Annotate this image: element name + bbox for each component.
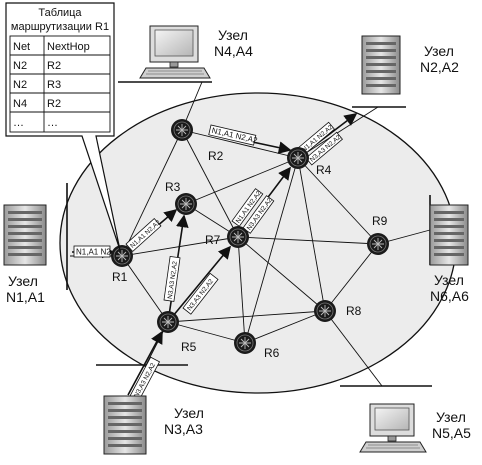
host-n6-label-line1: Узел	[434, 272, 464, 288]
router-r6-label: R6	[264, 346, 280, 360]
host-n2-label-line2: N2,A2	[420, 59, 459, 75]
host-labels: Узел N1,A1 Узел N2,A2 Узел N3,A3 Узел N4…	[6, 27, 471, 441]
routing-table-cell: R3	[47, 79, 61, 91]
router-r1-label: R1	[112, 270, 128, 284]
router-r1	[111, 245, 133, 267]
routing-table-cell: R2	[47, 60, 61, 72]
workstation-n5	[359, 403, 427, 453]
workstation-n4	[139, 25, 211, 79]
host-n5-label-line1: Узел	[436, 409, 466, 425]
server-n3	[103, 395, 147, 455]
network-cloud	[59, 92, 457, 394]
router-r4	[287, 147, 309, 169]
router-r7	[227, 226, 249, 248]
router-r8-label: R8	[346, 304, 362, 318]
routing-table-title-line2: маршрутизации R1	[11, 21, 109, 33]
packet-n1-r1-label: N1,A1 N2,A2	[76, 248, 123, 257]
routing-table-header-nexthop: NextHop	[47, 41, 90, 53]
packet-n1-r1: N1,A1 N2,A2	[73, 245, 123, 258]
routing-table-cell: …	[47, 117, 58, 129]
host-n5-label-line2: N5,A5	[432, 425, 471, 441]
router-r3-label: R3	[165, 180, 181, 194]
router-r9	[367, 233, 389, 255]
host-n1-label-line2: N1,A1	[6, 289, 45, 305]
router-r7-label: R7	[205, 233, 221, 247]
router-r5	[157, 311, 179, 333]
router-r5-label: R5	[181, 340, 197, 354]
router-r9-label: R9	[372, 214, 388, 228]
routing-table	[9, 35, 111, 133]
routing-table-cell: N2	[13, 79, 27, 91]
host-n4-label-line2: N4,A4	[214, 43, 253, 59]
server-n6	[429, 204, 469, 266]
server-n1	[3, 204, 47, 266]
server-n2	[361, 35, 401, 95]
routing-table-cell: N2	[13, 60, 27, 72]
packet-r5-r3: N3,A3 N2,A2	[163, 255, 181, 302]
host-n4-label-line1: Узел	[218, 27, 248, 43]
router-r6	[234, 332, 256, 354]
routers	[111, 119, 389, 354]
host-n6-label-line2: N6,A6	[430, 288, 469, 304]
router-r8	[314, 300, 336, 322]
host-n3-label-line1: Узел	[174, 405, 204, 421]
host-n1-label-line1: Узел	[8, 273, 38, 289]
routing-table-header-net: Net	[13, 41, 30, 53]
routing-table-cell: R2	[47, 98, 61, 110]
router-r3	[175, 193, 197, 215]
host-n3-label-line2: N3,A3	[164, 421, 203, 437]
routing-table-callout: Таблица маршрутизации R1 Net NextHop N2 …	[5, 2, 121, 251]
routing-table-cell: …	[13, 117, 24, 129]
routing-table-title-line1: Таблица	[38, 7, 82, 19]
host-n2-label-line1: Узел	[424, 43, 454, 59]
router-labels: R1 R2 R3 R4 R5 R6 R7 R8 R9	[112, 149, 388, 360]
router-r2-label: R2	[208, 149, 224, 163]
routing-table-cell: N4	[13, 98, 27, 110]
router-r4-label: R4	[316, 163, 332, 177]
router-r2	[171, 119, 193, 141]
